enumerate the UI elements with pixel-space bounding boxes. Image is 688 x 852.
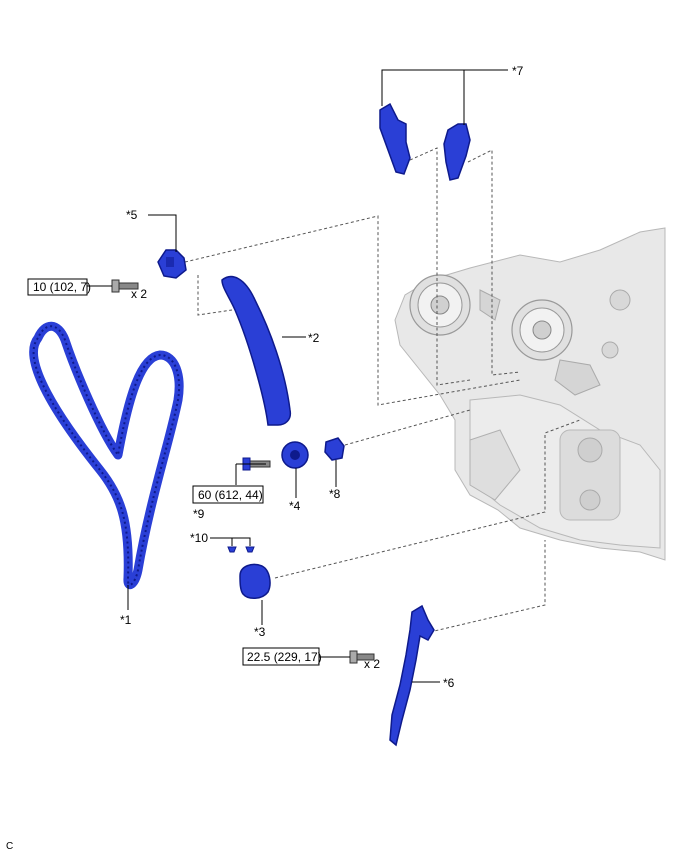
part-label-5: *5: [126, 208, 138, 222]
part-label-7: *7: [512, 64, 524, 78]
quantity-label: x 2: [364, 657, 380, 671]
timing-chain: [29, 321, 184, 590]
crankshaft-sprocket: [239, 563, 271, 599]
leader-lines: [87, 69, 508, 683]
torque-value: 60 (612, 44): [198, 488, 263, 502]
torque-value: 22.5 (229, 17): [247, 650, 322, 664]
part-label-1: *1: [120, 613, 132, 627]
torque-spec-3: 22.5 (229, 17): [242, 647, 322, 666]
crankshaft-keys: [227, 546, 255, 553]
chain-slipper: [221, 275, 292, 426]
chain-guide-lower: [389, 604, 435, 747]
figure-code: C: [6, 841, 13, 852]
idle-gear-shaft: [324, 437, 345, 461]
quantity-label: x 2: [131, 287, 147, 301]
part-label-10: *10: [190, 531, 208, 545]
part-label-6: *6: [443, 676, 455, 690]
camshaft-guide-right: [443, 123, 471, 181]
part-label-2: *2: [308, 331, 320, 345]
torque-spec-1: 10 (102, 7): [27, 278, 91, 296]
torque-spec-2: 60 (612, 44): [192, 485, 264, 504]
torque-value: 10 (102, 7): [33, 280, 91, 294]
part-label-9: *9: [193, 507, 205, 521]
guide-bolt: [349, 650, 375, 664]
idle-gear: [281, 441, 309, 469]
camshaft-sprocket-right: [511, 299, 573, 361]
assembly-guide-lines: [184, 147, 581, 633]
part-label-4: *4: [289, 499, 301, 513]
engine-block-drawing: [394, 227, 666, 561]
part-label-8: *8: [329, 487, 341, 501]
camshaft-sprocket-left: [409, 274, 471, 336]
chain-tensioner: [157, 249, 187, 279]
part-label-3: *3: [254, 625, 266, 639]
camshaft-guide-left: [379, 102, 411, 175]
